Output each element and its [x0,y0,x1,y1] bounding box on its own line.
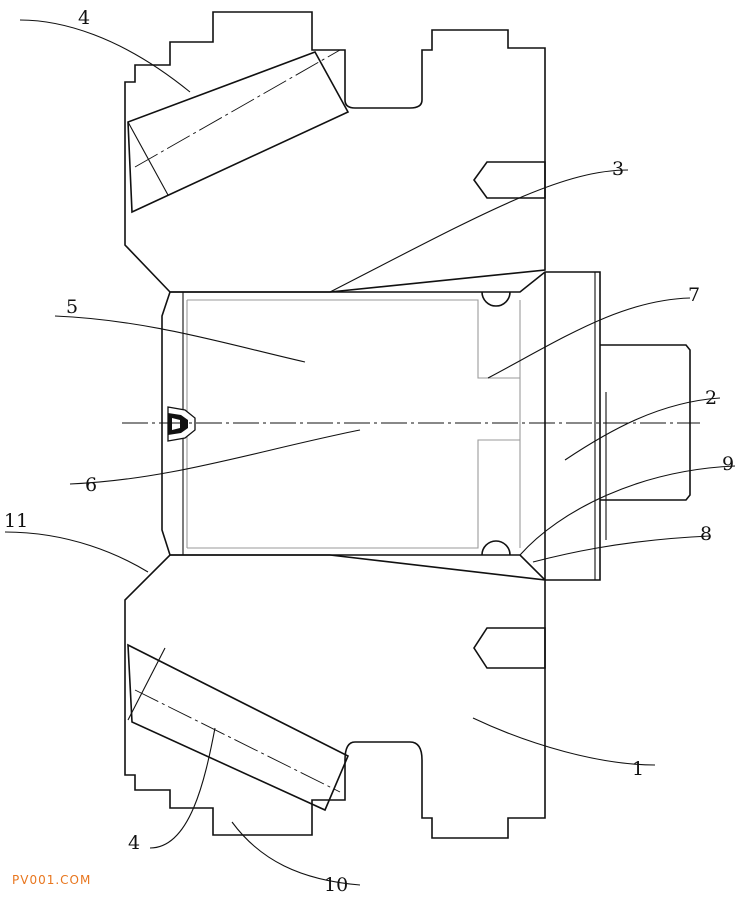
lower-threaded-hole [473,627,546,669]
callout-9: 9 [722,453,734,475]
callout-8: 8 [700,523,712,545]
callout-5: 5 [66,296,78,318]
lower-inclined-pin [127,643,350,812]
leader-5 [54,315,306,363]
callout-4-lower: 4 [128,832,140,854]
leader-3 [329,169,629,293]
callout-4-upper: 4 [78,7,90,29]
leader-2 [564,397,721,461]
callout-1: 1 [632,758,644,780]
callout-10: 10 [324,874,348,896]
leader-9 [519,465,736,556]
leader-6 [69,429,361,485]
leader-4b [149,727,216,849]
central-shaft [122,271,700,581]
upper-threaded-hole [473,161,546,199]
leader-1 [472,717,656,766]
callout-labels: 1 2 3 4 4 5 6 7 8 9 10 11 [4,7,734,896]
callout-11: 11 [4,510,28,532]
callout-7: 7 [688,284,700,306]
callout-3: 3 [612,158,624,180]
watermark-text: PV001.COM [12,873,91,887]
lower-body-section [124,554,546,839]
upper-inclined-pin [127,49,350,214]
leader-8 [532,535,711,563]
leader-lines [4,19,736,886]
leader-4a [19,19,191,93]
upper-body-section [124,11,546,293]
leader-10 [231,821,361,886]
callout-2: 2 [705,387,717,409]
leader-7 [487,297,691,379]
leader-11 [4,531,149,573]
callout-6: 6 [85,474,97,496]
